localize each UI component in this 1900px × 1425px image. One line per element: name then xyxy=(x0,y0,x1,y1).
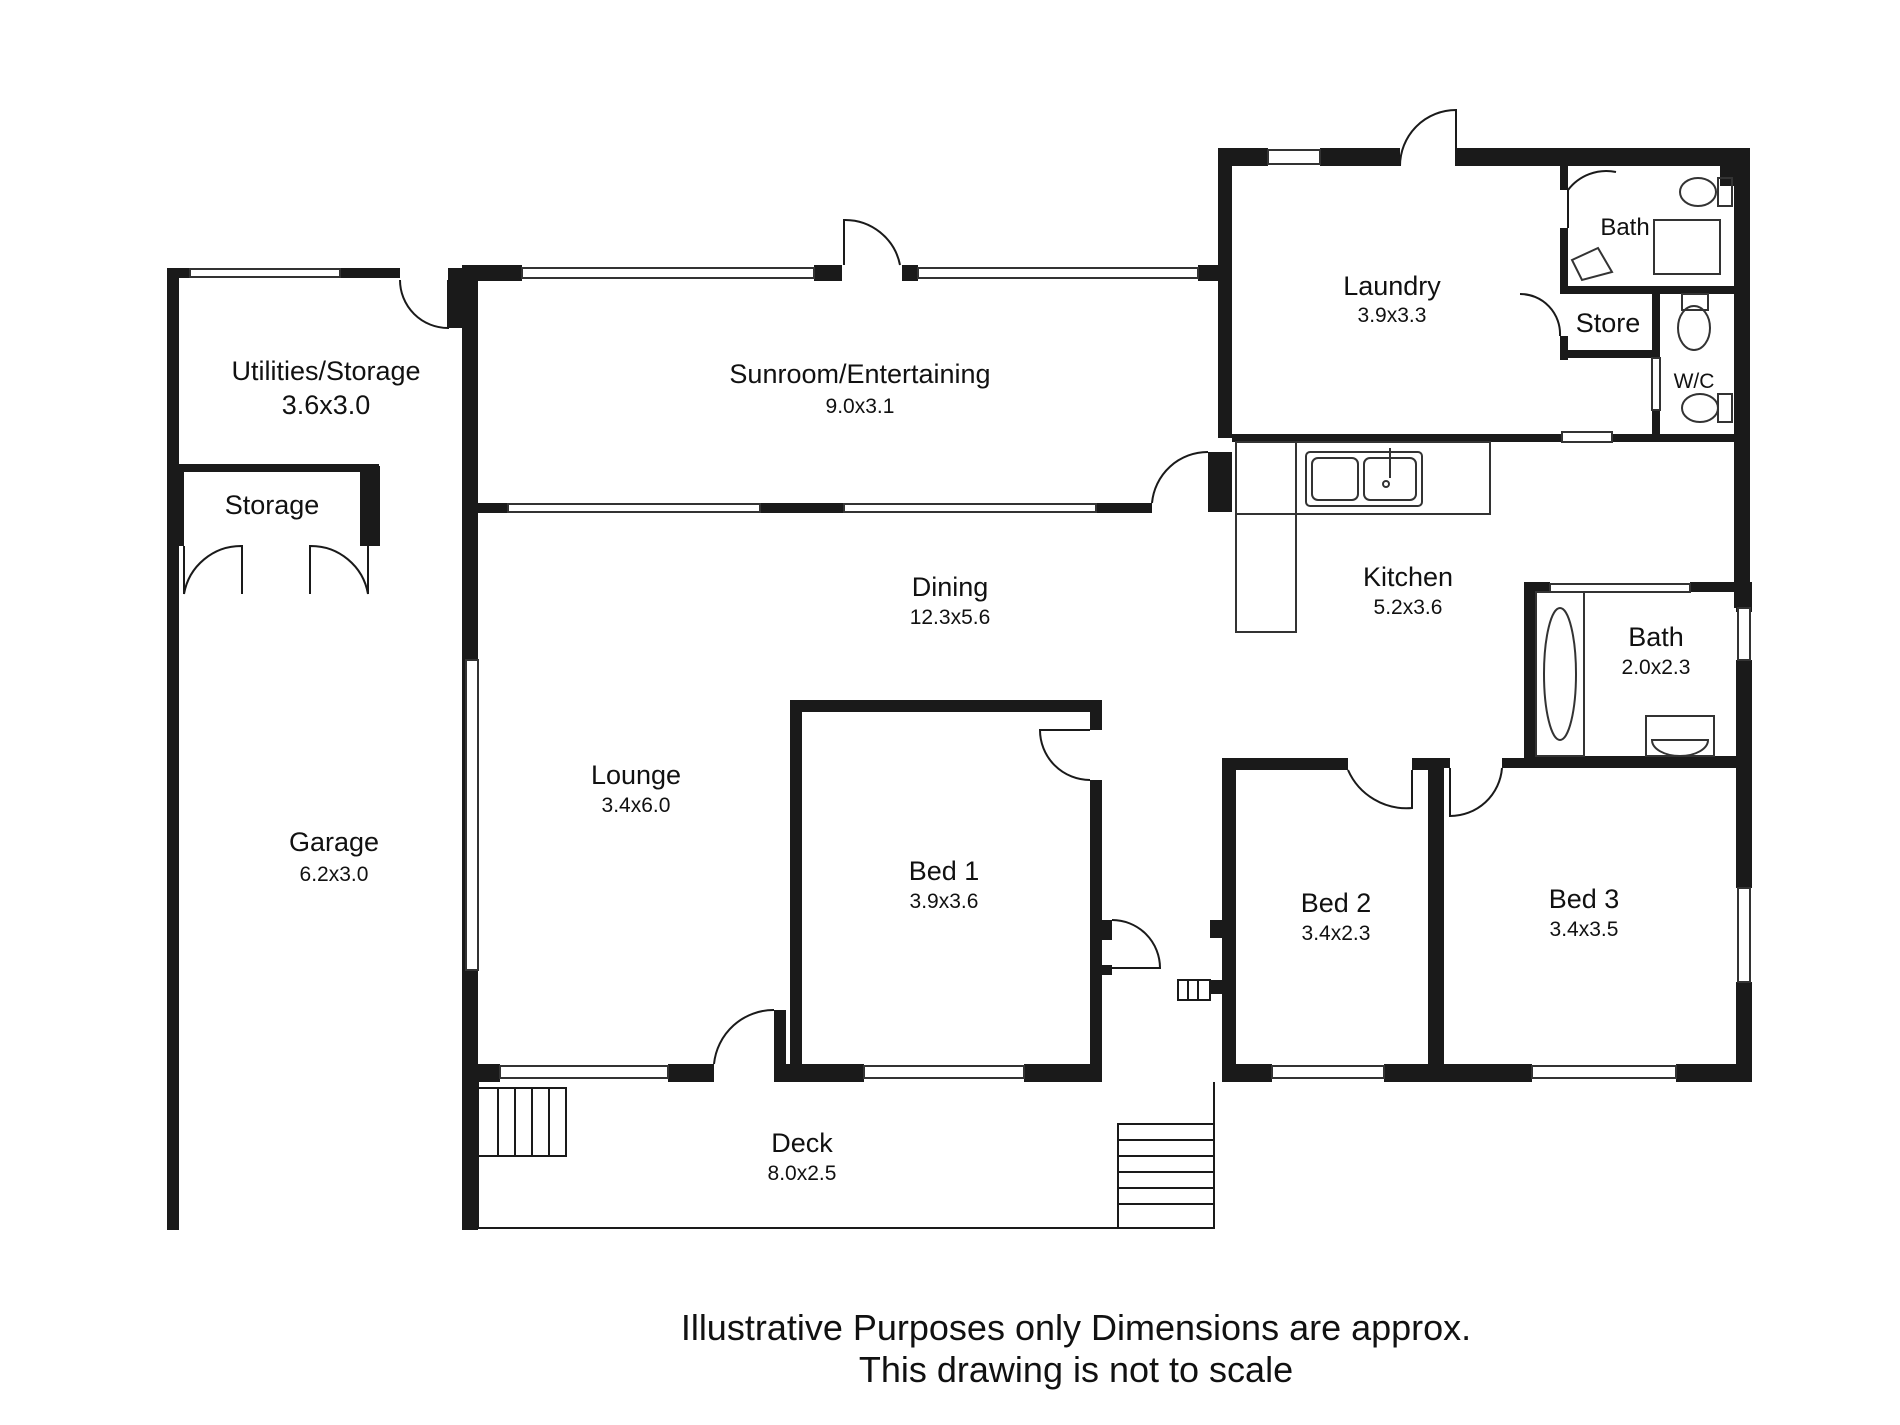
bed3-name: Bed 3 xyxy=(1549,884,1620,914)
laundry-name: Laundry xyxy=(1343,271,1441,301)
wc-name: W/C xyxy=(1674,370,1715,393)
disclaimer-line-1: Illustrative Purposes only Dimensions ar… xyxy=(681,1307,1471,1348)
dining-name: Dining xyxy=(912,572,989,602)
kitchen-name: Kitchen xyxy=(1363,562,1453,592)
store-name: Store xyxy=(1576,308,1641,338)
sunroom-name: Sunroom/Entertaining xyxy=(729,359,990,389)
garage-name: Garage xyxy=(289,827,379,857)
utilities-dim: 3.6x3.0 xyxy=(282,390,371,420)
bed3-dim: 3.4x3.5 xyxy=(1550,918,1619,941)
windows xyxy=(189,149,1751,1079)
bath-dim: 2.0x2.3 xyxy=(1622,656,1691,679)
storage-name: Storage xyxy=(225,490,320,520)
deck-name: Deck xyxy=(771,1128,833,1158)
disclaimer: Illustrative Purposes only Dimensions ar… xyxy=(681,1307,1471,1390)
fixtures xyxy=(1235,177,1733,757)
walls xyxy=(167,148,1752,1230)
sunroom-dim: 9.0x3.1 xyxy=(826,395,895,418)
deck-dim: 8.0x2.5 xyxy=(768,1162,837,1185)
small-bath-name: Bath xyxy=(1600,214,1649,241)
room-labels: Utilities/Storage 3.6x3.0 Storage Garage… xyxy=(225,214,1715,1185)
deck xyxy=(477,979,1215,1229)
bed1-name: Bed 1 xyxy=(909,856,980,886)
bath-name: Bath xyxy=(1628,622,1684,652)
lounge-dim: 3.4x6.0 xyxy=(602,794,671,817)
bed2-name: Bed 2 xyxy=(1301,888,1372,918)
garage-dim: 6.2x3.0 xyxy=(300,863,369,886)
disclaimer-line-2: This drawing is not to scale xyxy=(859,1349,1293,1390)
kitchen-dim: 5.2x3.6 xyxy=(1374,596,1443,619)
utilities-name: Utilities/Storage xyxy=(231,356,420,386)
bed1-dim: 3.9x3.6 xyxy=(910,890,979,913)
laundry-dim: 3.9x3.3 xyxy=(1358,304,1427,327)
dining-dim: 12.3x5.6 xyxy=(910,606,991,629)
lounge-name: Lounge xyxy=(591,760,681,790)
door-swings xyxy=(183,108,1617,1065)
bed2-dim: 3.4x2.3 xyxy=(1302,922,1371,945)
